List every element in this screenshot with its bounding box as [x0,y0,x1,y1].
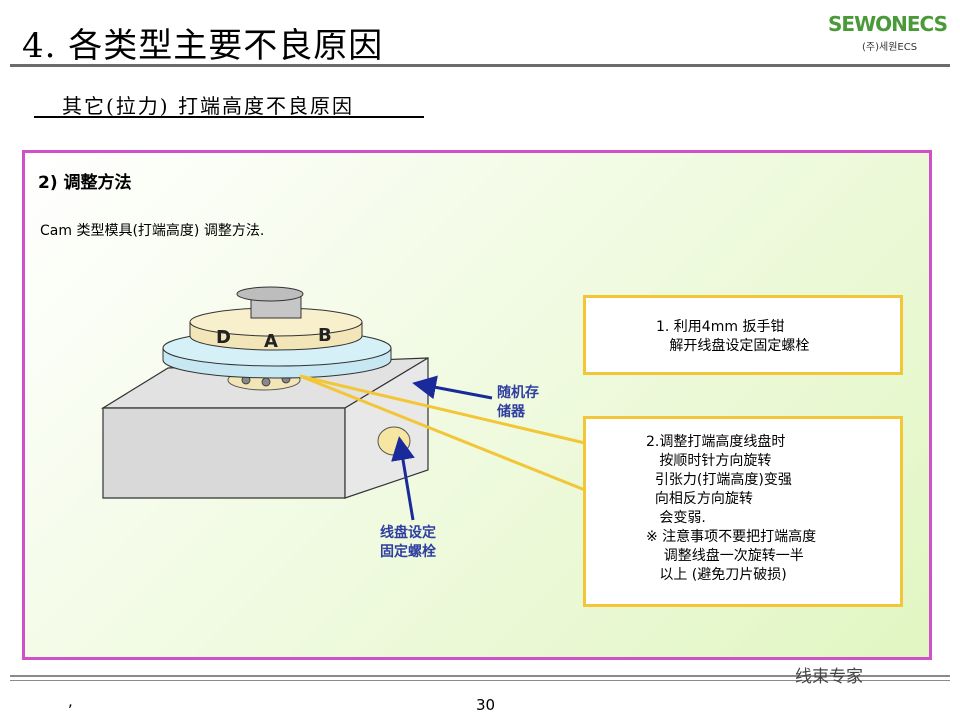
arrow-memory [412,375,493,400]
page-number: 30 [476,696,496,714]
disk-letter-b: B [318,325,332,346]
bolt-hole [261,377,271,387]
leader-line-2 [299,374,586,492]
company-logo: SEWONECS (주)세원ECS [828,12,948,56]
instruction-note-1: 1. 利用4mm 扳手钳 解开线盘设定固定螺栓 [583,295,903,375]
footer-mark: , [68,692,73,710]
section-heading: 2) 调整方法 [38,173,132,193]
subtitle-underline [34,116,424,118]
disk-letter-a: A [264,331,278,352]
knob-top [236,286,304,302]
logo-subtext: (주)세원ECS [862,42,918,53]
disk-letter-d: D [216,327,231,348]
block-front [102,407,346,499]
fixing-bolt [377,426,411,456]
footer-divider [10,680,950,681]
instruction-note-2: 2.调整打端高度线盘时 按顺时针方向旋转 引张力(打端高度)变强 向相反方向旋转… [583,416,903,607]
logo-text: SEWONECS [828,12,948,36]
memory-label: 随机存 储器 [497,385,539,420]
page-title: 4. 各类型主要不良原因 [22,26,384,66]
title-divider [10,64,950,67]
leader-line-1 [299,374,586,445]
footer-divider [10,675,950,677]
arrow-bolt [391,436,415,521]
page-subtitle: 其它(拉力) 打端高度不良原因 [62,94,354,118]
method-description: Cam 类型模具(打端高度) 调整方法. [40,223,265,239]
watermark-text: 线束专家 [795,667,863,687]
bolt-label: 线盘设定 固定螺栓 [380,525,436,560]
block-side [344,356,429,499]
